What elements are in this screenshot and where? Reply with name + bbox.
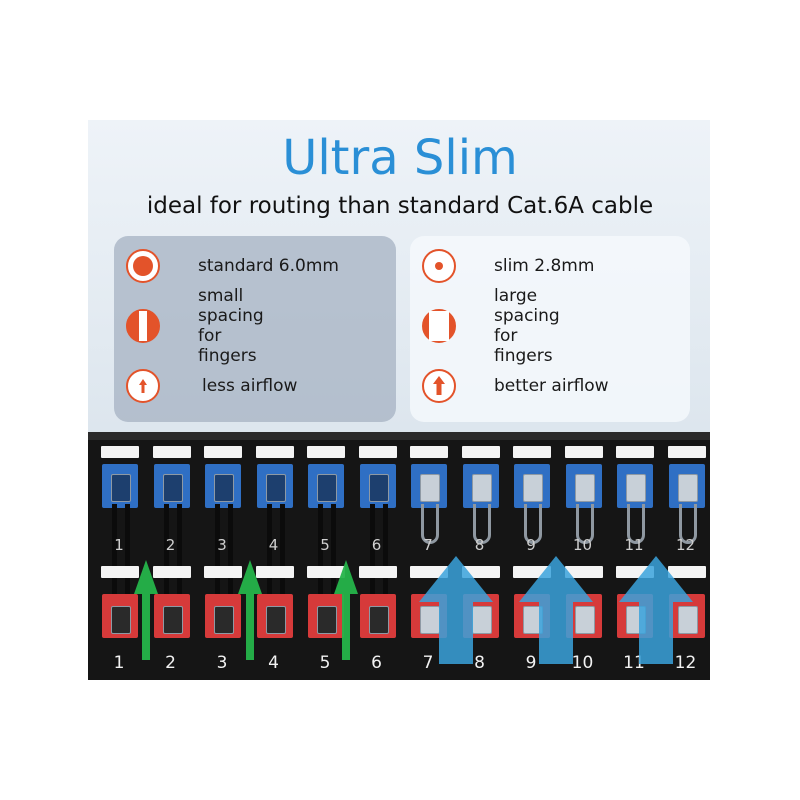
small-dot-icon [422, 249, 456, 283]
port-number-top: 6 [371, 536, 382, 554]
rj45-plug [265, 606, 286, 634]
rj45-plug [317, 474, 337, 502]
port-number-top: 12 [675, 536, 696, 554]
port-label-tab [564, 566, 603, 578]
rj45-plug [265, 474, 286, 502]
port-label-tab [255, 566, 294, 578]
rj45-plug [626, 474, 646, 502]
rj45-plug [368, 606, 389, 634]
port-number-bottom: 7 [422, 653, 434, 673]
port-number-bottom: 4 [268, 653, 279, 673]
patch-cable [627, 504, 645, 544]
slim-cable-card: slim 2.8mm large spacing for fingers bet… [410, 236, 690, 422]
rj45-plug [162, 474, 183, 502]
port-label-tab [204, 566, 242, 578]
port-label-tab [410, 446, 448, 458]
large-dot-icon [126, 249, 160, 283]
port-label-tab [667, 566, 706, 578]
rj45-plug [368, 474, 389, 502]
rj45-plug [677, 474, 698, 502]
small-arrow-icon [126, 369, 160, 403]
port-number-bottom: 10 [571, 653, 594, 673]
rj45-plug [214, 474, 234, 502]
port-number-top: 1 [114, 536, 124, 554]
large-arrow-icon [422, 369, 456, 403]
comparison-label: standard 6.0mm [198, 256, 339, 276]
port-number-top: 5 [320, 536, 330, 554]
port-number-top: 2 [165, 536, 176, 554]
port-label-tab [410, 566, 448, 578]
port-number-bottom: 1 [113, 653, 125, 673]
airflow-arrow-blue [519, 556, 593, 664]
port-label-tab [152, 566, 191, 578]
port-label-tab [307, 446, 345, 458]
comparison-label: slim 2.8mm [494, 256, 595, 276]
panel-top-edge [88, 432, 710, 440]
port-label-tab [204, 446, 242, 458]
page-title: Ultra Slim [282, 130, 518, 186]
port-number-top: 9 [526, 536, 536, 554]
rj45-plug [574, 474, 595, 502]
port-label-tab [564, 446, 603, 458]
patch-cable [472, 504, 491, 544]
airflow-arrow-green [238, 560, 262, 660]
port-number-bottom: 2 [165, 653, 176, 673]
port-label-tab [461, 446, 500, 458]
rj45-plug [162, 606, 183, 634]
port-label-tab [101, 446, 139, 458]
port-number-top: 7 [423, 536, 433, 554]
rj45-plug [523, 474, 543, 502]
comparison-label: better airflow [494, 376, 609, 396]
rj45-plug [677, 606, 698, 634]
rj45-plug [420, 474, 440, 502]
airflow-arrow-green [334, 560, 358, 660]
port-number-top: 3 [217, 536, 227, 554]
port-label-tab [513, 446, 551, 458]
patch-cable [678, 504, 697, 544]
port-label-tab [616, 446, 654, 458]
rj45-plug [111, 474, 131, 502]
comparison-label: large spacing for fingers [494, 286, 560, 366]
airflow-arrow-blue [419, 556, 493, 664]
port-label-tab [152, 446, 191, 458]
rj45-plug [574, 606, 595, 634]
standard-cable-card: standard 6.0mm small spacing for fingers… [114, 236, 396, 422]
port-number-top: 11 [624, 536, 644, 554]
rj45-plug [111, 606, 131, 634]
port-number-bottom: 12 [674, 653, 697, 673]
port-number-top: 4 [268, 536, 279, 554]
comparison-label: less airflow [202, 376, 298, 396]
port-number-top: 8 [474, 536, 485, 554]
patch-cable [421, 504, 439, 544]
port-label-tab [358, 446, 397, 458]
rj45-plug [214, 606, 234, 634]
patch-cable [575, 504, 594, 544]
comparison-label: small spacing for fingers [198, 286, 264, 366]
port-label-tab [307, 566, 345, 578]
wide-gap-icon [422, 309, 456, 343]
patch-cable [524, 504, 542, 544]
airflow-arrow-blue [619, 556, 693, 664]
port-label-tab [358, 566, 397, 578]
port-number-top: 10 [572, 536, 593, 554]
port-number-bottom: 8 [474, 653, 485, 673]
port-number-bottom: 9 [525, 653, 537, 673]
port-label-tab [667, 446, 706, 458]
rj45-plug [471, 474, 492, 502]
rj45-plug [317, 606, 337, 634]
airflow-arrow-green [134, 560, 158, 660]
port-label-tab [101, 566, 139, 578]
port-label-tab [255, 446, 294, 458]
port-number-bottom: 3 [216, 653, 228, 673]
narrow-gap-icon [126, 309, 160, 343]
page-subtitle: ideal for routing than standard Cat.6A c… [146, 193, 654, 219]
port-number-bottom: 5 [319, 653, 331, 673]
port-number-bottom: 6 [371, 653, 382, 673]
